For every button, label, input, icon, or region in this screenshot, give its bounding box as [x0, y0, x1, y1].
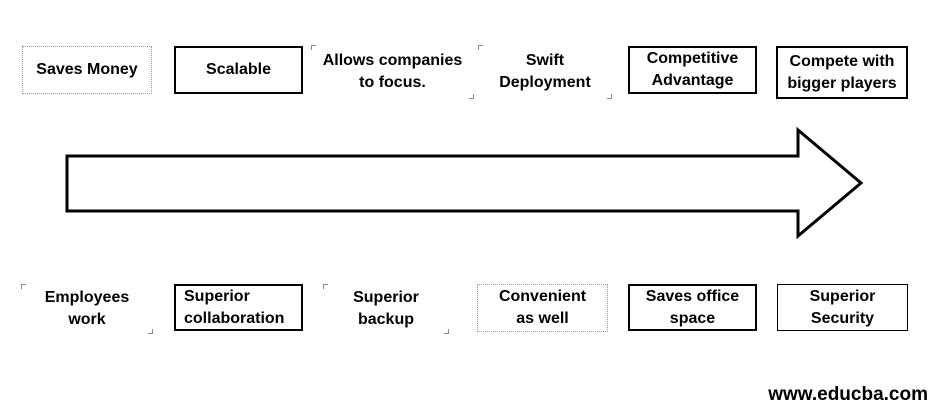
box-scalable: Scalable — [174, 46, 303, 94]
box-saves-money: Saves Money — [22, 46, 152, 94]
box-employees-work: Employees work — [21, 284, 153, 334]
box-label: Superior Security — [809, 287, 876, 327]
box-saves-office-space: Saves office space — [628, 284, 757, 331]
box-label: Swift Deployment — [499, 52, 591, 91]
box-competitive-advantage: Competitive Advantage — [628, 46, 757, 94]
box-label: Compete with bigger players — [787, 52, 897, 92]
box-compete-bigger-players: Compete with bigger players — [776, 46, 908, 99]
box-label: Superior collaboration — [184, 287, 285, 327]
box-label: Allows companies to focus. — [322, 52, 463, 91]
box-label: Superior backup — [353, 289, 419, 328]
box-convenient: Convenient as well — [477, 284, 608, 332]
box-label: Employees work — [44, 289, 130, 328]
box-allows-companies: Allows companies to focus. — [311, 45, 474, 99]
box-superior-collaboration: Superior collaboration — [174, 284, 303, 331]
box-superior-security: Superior Security — [777, 284, 908, 331]
box-label: Convenient as well — [498, 288, 587, 327]
box-swift-deployment: Swift Deployment — [478, 45, 612, 99]
watermark-url: www.educba.com — [768, 384, 928, 405]
box-label: Scalable — [206, 61, 271, 78]
box-label: Saves office space — [645, 287, 740, 327]
arrow-shape — [65, 126, 864, 240]
box-superior-backup: Superior backup — [323, 284, 449, 334]
box-label: Competitive Advantage — [646, 50, 739, 89]
box-label: Saves Money — [36, 61, 138, 78]
